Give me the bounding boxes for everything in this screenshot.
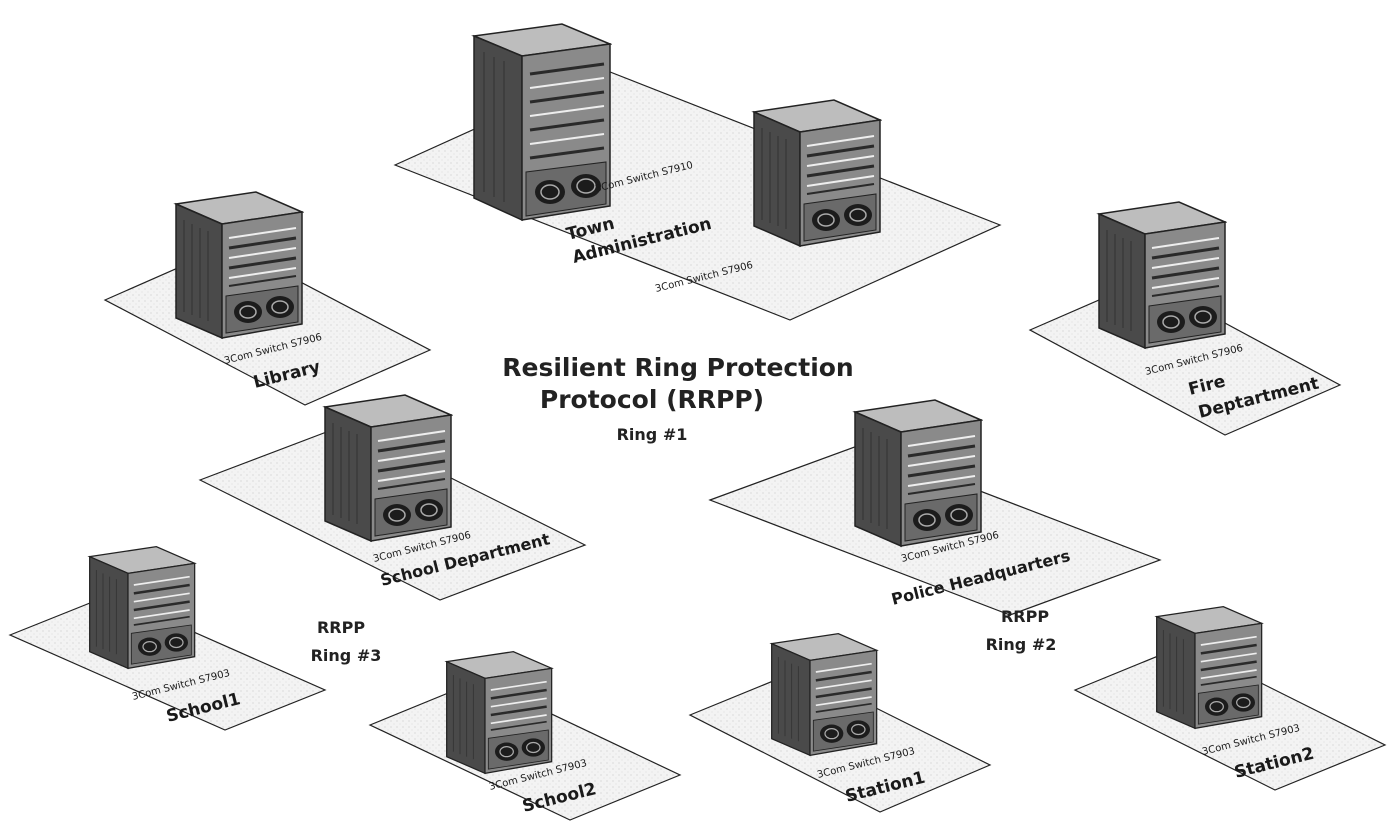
- ring2-label-line1: RRPP: [1001, 607, 1049, 626]
- network-switch-chassis-icon: [445, 650, 554, 775]
- platform-school1: [8, 594, 327, 731]
- network-switch-chassis-icon: [770, 632, 879, 757]
- network-switch-chassis-icon: [1097, 200, 1227, 350]
- diagram-title-line1: Resilient Ring Protection: [502, 353, 853, 382]
- network-switch-chassis-icon: [1155, 605, 1264, 730]
- ring2-label-line2: Ring #2: [986, 635, 1057, 654]
- diagram-title-line2: Protocol (RRPP): [540, 385, 764, 414]
- network-switch-chassis-icon: [472, 22, 612, 222]
- ring1-label: Ring #1: [617, 425, 688, 444]
- network-switch-chassis-icon: [174, 190, 304, 340]
- ring3-label-line2: Ring #3: [311, 646, 382, 665]
- ring3-label-line1: RRPP: [317, 618, 365, 637]
- network-switch-chassis-icon: [88, 545, 197, 670]
- network-switch-chassis-icon: [323, 393, 453, 543]
- network-switch-chassis-icon: [752, 98, 882, 248]
- network-switch-chassis-icon: [853, 398, 983, 548]
